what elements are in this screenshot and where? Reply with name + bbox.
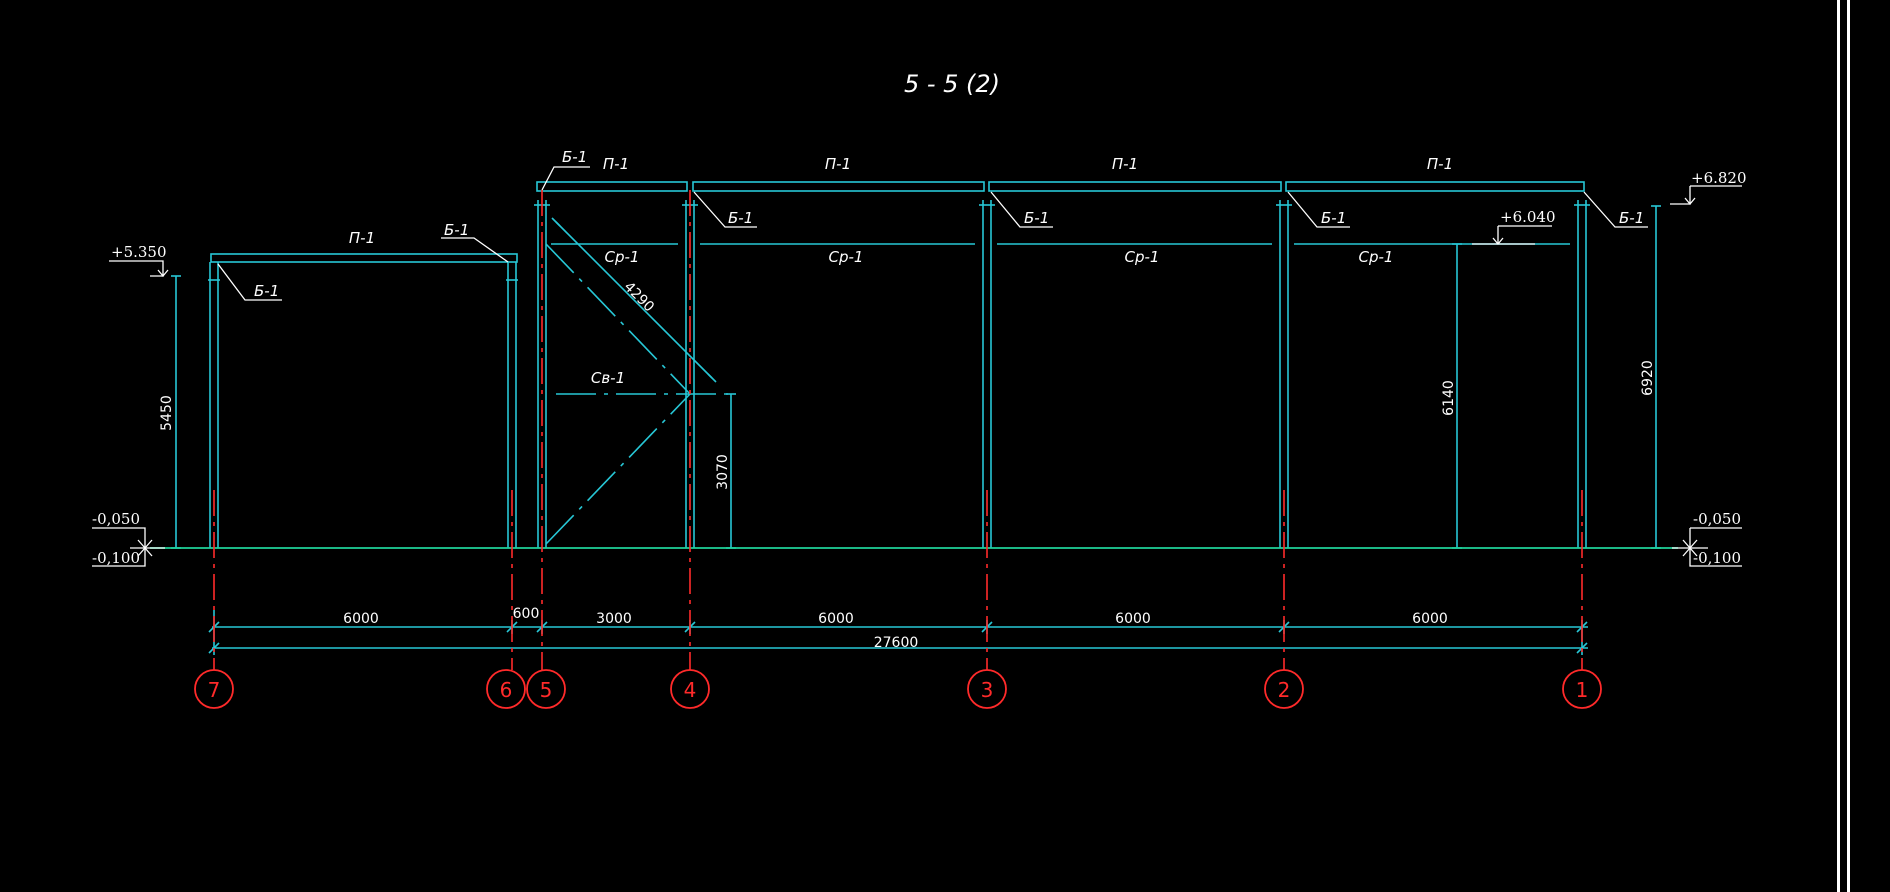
- elev-right-top: +6.820: [1691, 169, 1747, 187]
- label-beam-5-4: П-1: [603, 155, 629, 173]
- elev-left-ground: -0,050: [92, 510, 140, 528]
- dim-span-7-6: 6000: [343, 611, 379, 627]
- elev-right-mid: +6.040: [1500, 208, 1556, 226]
- axis-label-5: 5: [540, 678, 553, 702]
- dim-span-5-4: 3000: [596, 611, 632, 627]
- axis-bubble-5: [526, 669, 566, 709]
- dim-span-6-5: 600: [513, 606, 540, 622]
- label-sr1-3-2: Ср-1: [1125, 248, 1160, 266]
- label-sv1: Св-1: [591, 369, 625, 387]
- axis-label-1: 1: [1576, 678, 1589, 702]
- label-b1-2: Б-1: [1321, 209, 1346, 227]
- label-b1-5: Б-1: [562, 148, 587, 166]
- elev-right-ground: -0,050: [1693, 510, 1741, 528]
- axis-bubble-1: [1562, 669, 1602, 709]
- dim-span-3-2: 6000: [1115, 611, 1151, 627]
- section-title: 5 - 5 (2): [904, 70, 1000, 98]
- beam-left: [210, 253, 518, 263]
- label-beam-left: П-1: [349, 229, 375, 247]
- dim-span-4-3: 6000: [818, 611, 854, 627]
- beam-2-1: [1285, 181, 1585, 192]
- axis-label-4: 4: [684, 678, 697, 702]
- elev-left-top: +5.350: [111, 243, 167, 261]
- label-sr1-2-1: Ср-1: [1359, 248, 1394, 266]
- dim-h-right: 6920: [1640, 360, 1656, 396]
- label-beam-3-2: П-1: [1112, 155, 1138, 173]
- beam-5-4: [536, 181, 688, 192]
- beam-3-2: [988, 181, 1282, 192]
- label-b1-7: Б-1: [254, 282, 279, 300]
- label-beam-2-1: П-1: [1427, 155, 1453, 173]
- beam-4-3: [692, 181, 985, 192]
- dim-h-brace: 3070: [715, 454, 731, 490]
- label-sr1-4-3: Ср-1: [829, 248, 864, 266]
- label-b1-4: Б-1: [728, 209, 753, 227]
- leaders: [92, 166, 1742, 567]
- label-sr1-5-4: Ср-1: [605, 248, 640, 266]
- axis-label-6: 6: [500, 678, 513, 702]
- label-b1-3: Б-1: [1024, 209, 1049, 227]
- dim-span-2-1: 6000: [1412, 611, 1448, 627]
- label-beam-4-3: П-1: [825, 155, 851, 173]
- axis-bubble-6: [486, 669, 526, 709]
- elev-left-below: -0,100: [92, 549, 140, 567]
- elev-right-below: -0,100: [1693, 549, 1741, 567]
- axis-bubble-7: [194, 669, 234, 709]
- axis-bubble-2: [1264, 669, 1304, 709]
- frame-line-inner: [1837, 0, 1840, 892]
- axis-bubble-4: [670, 669, 710, 709]
- structure: [171, 181, 1661, 655]
- dim-total: 27600: [874, 635, 919, 651]
- dim-h-right-mid: 6140: [1441, 380, 1457, 416]
- dim-diagonal: 4290: [621, 279, 658, 316]
- frame-line-outer: [1847, 0, 1850, 892]
- axis-label-3: 3: [981, 678, 994, 702]
- dim-h-left: 5450: [159, 395, 175, 431]
- label-b1-1: Б-1: [1619, 209, 1644, 227]
- axis-bubble-3: [967, 669, 1007, 709]
- axis-lines: [213, 190, 1583, 670]
- axis-label-2: 2: [1278, 678, 1291, 702]
- axis-label-7: 7: [208, 678, 221, 702]
- axis-bubbles: [194, 669, 1602, 709]
- label-b1-6: Б-1: [444, 221, 469, 239]
